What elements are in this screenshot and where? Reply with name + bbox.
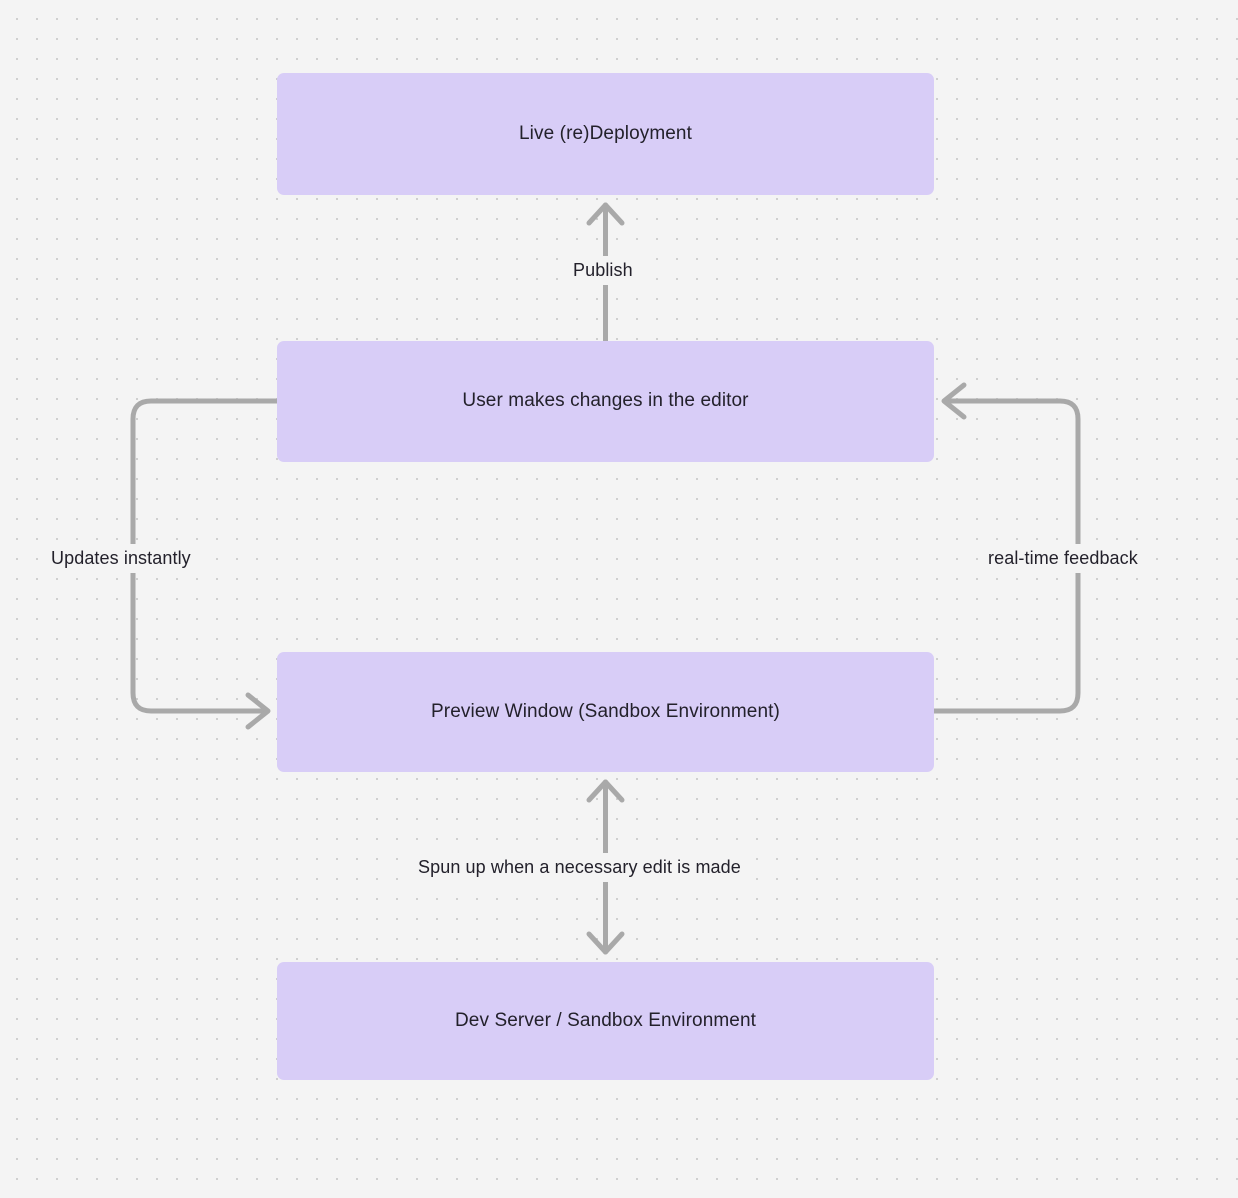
node-user-changes[interactable]: User makes changes in the editor: [277, 341, 934, 462]
edge-label-spun-up[interactable]: Spun up when a necessary edit is made: [411, 853, 748, 882]
edge-label-publish[interactable]: Publish: [566, 256, 640, 285]
edge-label-real-time-feedback[interactable]: real-time feedback: [981, 544, 1145, 573]
edge-label-updates-instantly[interactable]: Updates instantly: [44, 544, 198, 573]
node-user-changes-label: User makes changes in the editor: [462, 390, 749, 412]
node-preview-window-label: Preview Window (Sandbox Environment): [431, 700, 780, 722]
node-preview-window[interactable]: Preview Window (Sandbox Environment): [277, 652, 934, 772]
node-live-deployment[interactable]: Live (re)Deployment: [277, 73, 934, 195]
node-dev-server-label: Dev Server / Sandbox Environment: [454, 1009, 756, 1031]
node-dev-server[interactable]: Dev Server / Sandbox Environment: [277, 962, 934, 1080]
node-live-deployment-label: Live (re)Deployment: [519, 122, 692, 144]
